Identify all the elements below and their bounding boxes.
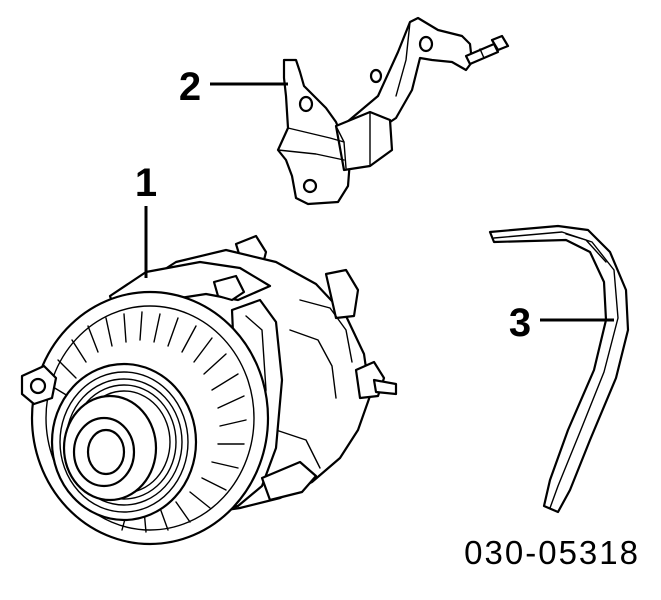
alternator-part — [20, 234, 398, 546]
callout-3: 3 — [509, 301, 531, 345]
pulley — [50, 362, 198, 522]
drawing-code: 030-05318 — [464, 534, 640, 571]
belt-part — [488, 224, 630, 514]
bracket-part — [276, 16, 510, 206]
cooling-fins — [47, 311, 247, 533]
callout-2: 2 — [179, 65, 201, 109]
callout-1: 1 — [135, 161, 157, 205]
